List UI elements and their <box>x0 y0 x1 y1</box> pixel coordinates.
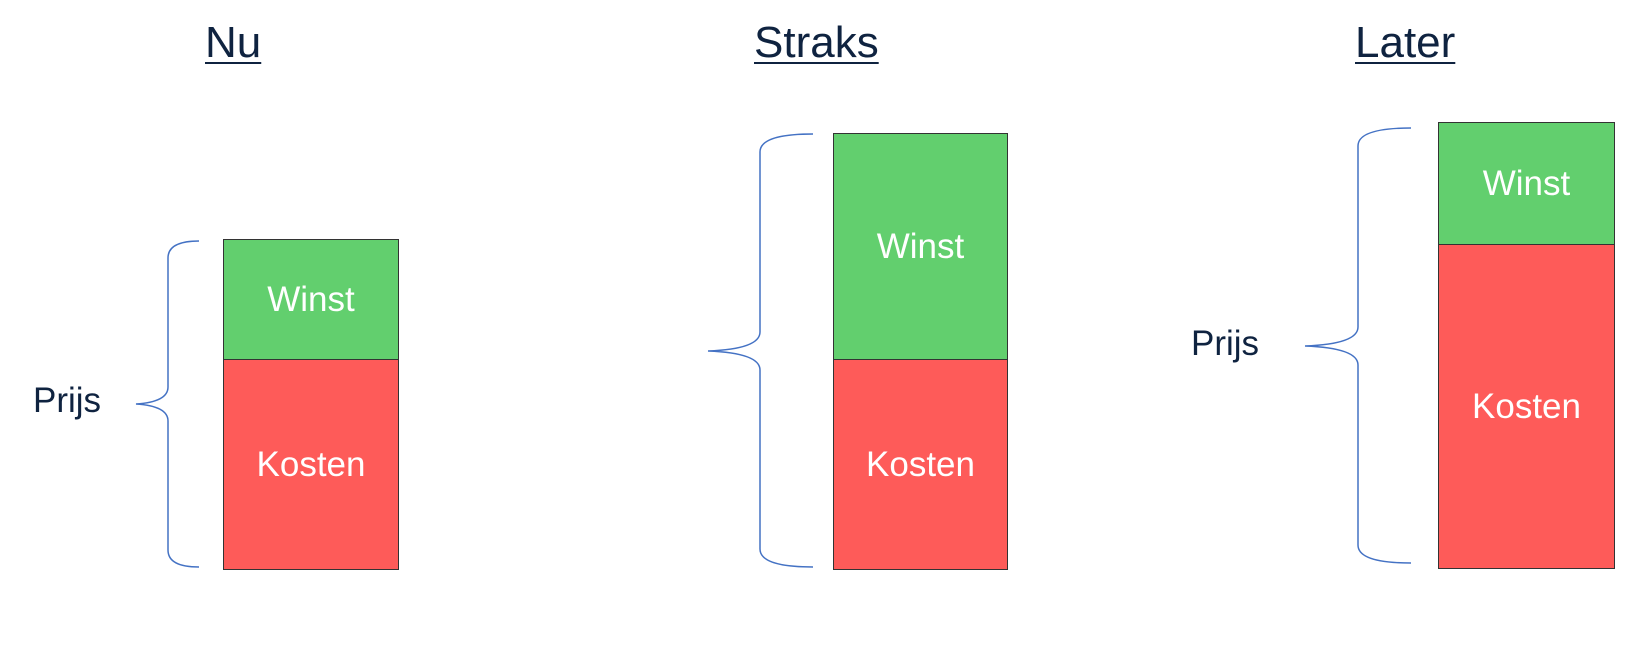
kosten-segment-later: Kosten <box>1438 244 1615 569</box>
column-title-straks: Straks <box>754 18 879 67</box>
kosten-segment-nu: Kosten <box>223 359 399 570</box>
winst-segment-straks: Winst <box>833 133 1008 360</box>
price-label-later: Prijs <box>1191 324 1260 363</box>
column-title-later: Later <box>1355 18 1456 67</box>
kosten-segment-straks: Kosten <box>833 359 1008 570</box>
column-title-nu: Nu <box>205 18 262 67</box>
price-label-nu: Prijs <box>33 381 102 420</box>
winst-segment-later: Winst <box>1438 122 1615 245</box>
winst-segment-nu: Winst <box>223 239 399 360</box>
